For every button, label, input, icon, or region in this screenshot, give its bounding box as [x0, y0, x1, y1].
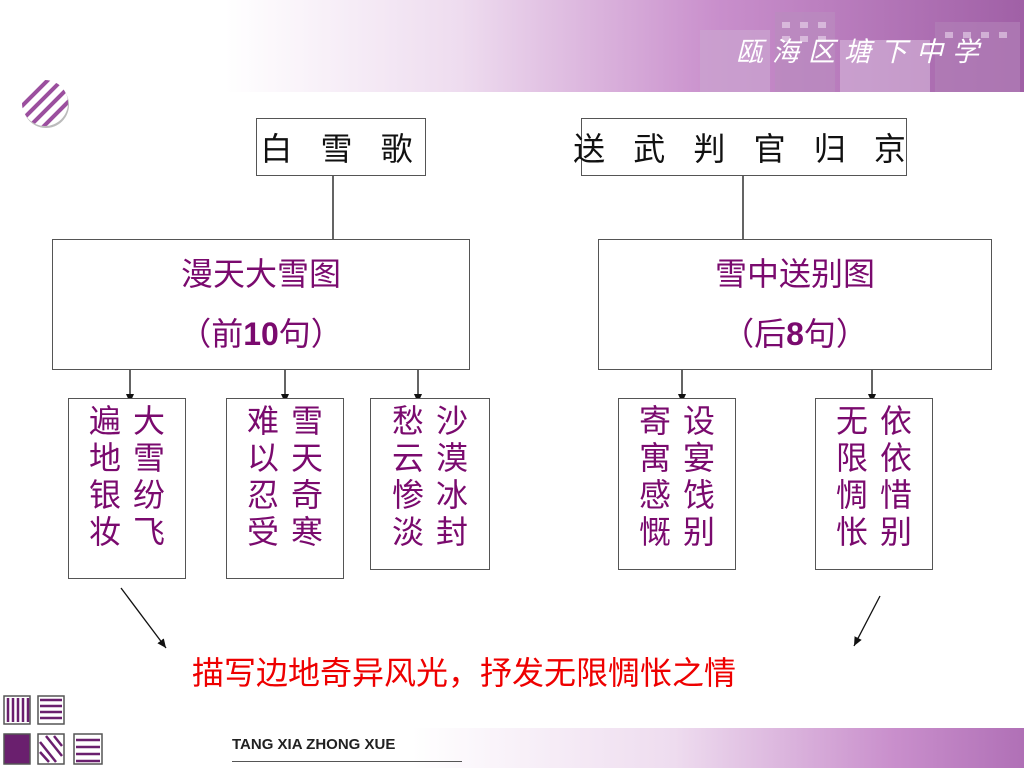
phrase-column: 大雪纷飞: [132, 402, 165, 551]
phrase-column: 遍地银妆: [88, 402, 121, 551]
striped-badge-icon: [22, 80, 69, 128]
phrase-box-right-2: 依依惜别 无限惆怅: [815, 398, 933, 570]
phrase-column: 依依惜别: [879, 402, 912, 551]
phrase-box-left-1: 大雪纷飞 遍地银妆: [68, 398, 186, 579]
phrase-column: 雪天奇寒: [290, 402, 323, 551]
phrase-box-right-1: 设宴饯别 寄寓感慨: [618, 398, 736, 570]
scene-box-left: 漫天大雪图 （前10句）: [52, 239, 470, 370]
phrase-box-left-3: 沙漠冰封 愁云惨淡: [370, 398, 490, 570]
phrase-column: 沙漠冰封: [435, 402, 468, 551]
phrase-box-left-2: 雪天奇寒 难以忍受: [226, 398, 344, 579]
phrase-column: 难以忍受: [246, 402, 279, 551]
scene-range: （后8句）: [722, 315, 868, 353]
footer-rule: [232, 761, 462, 762]
corner-pattern-icon: [3, 695, 103, 765]
poem-title-box-baixuege: 白 雪 歌: [256, 118, 426, 176]
scene-title: 漫天大雪图: [180, 255, 341, 293]
phrase-column: 寄寓感慨: [638, 402, 671, 551]
phrase-column: 无限惆怅: [835, 402, 868, 551]
scene-title: 雪中送别图: [714, 255, 875, 293]
phrase-column: 愁云惨淡: [391, 402, 424, 551]
phrase-column: 设宴饯别: [682, 402, 715, 551]
poem-title-box-songwupanguanguijing: 送 武 判 官 归 京: [573, 118, 907, 176]
footer-text: TANG XIA ZHONG XUE: [232, 736, 396, 753]
summary-text: 描写边地奇异风光，抒发无限惆怅之情: [192, 654, 737, 692]
poem-title: 白 雪 歌: [260, 130, 422, 168]
poem-title: 送 武 判 官 归 京: [573, 130, 915, 168]
school-name: 瓯海区塘下中学: [736, 37, 988, 68]
scene-range: （前10句）: [179, 315, 343, 353]
campus-image: [700, 12, 1020, 92]
scene-box-right: 雪中送别图 （后8句）: [598, 239, 992, 370]
